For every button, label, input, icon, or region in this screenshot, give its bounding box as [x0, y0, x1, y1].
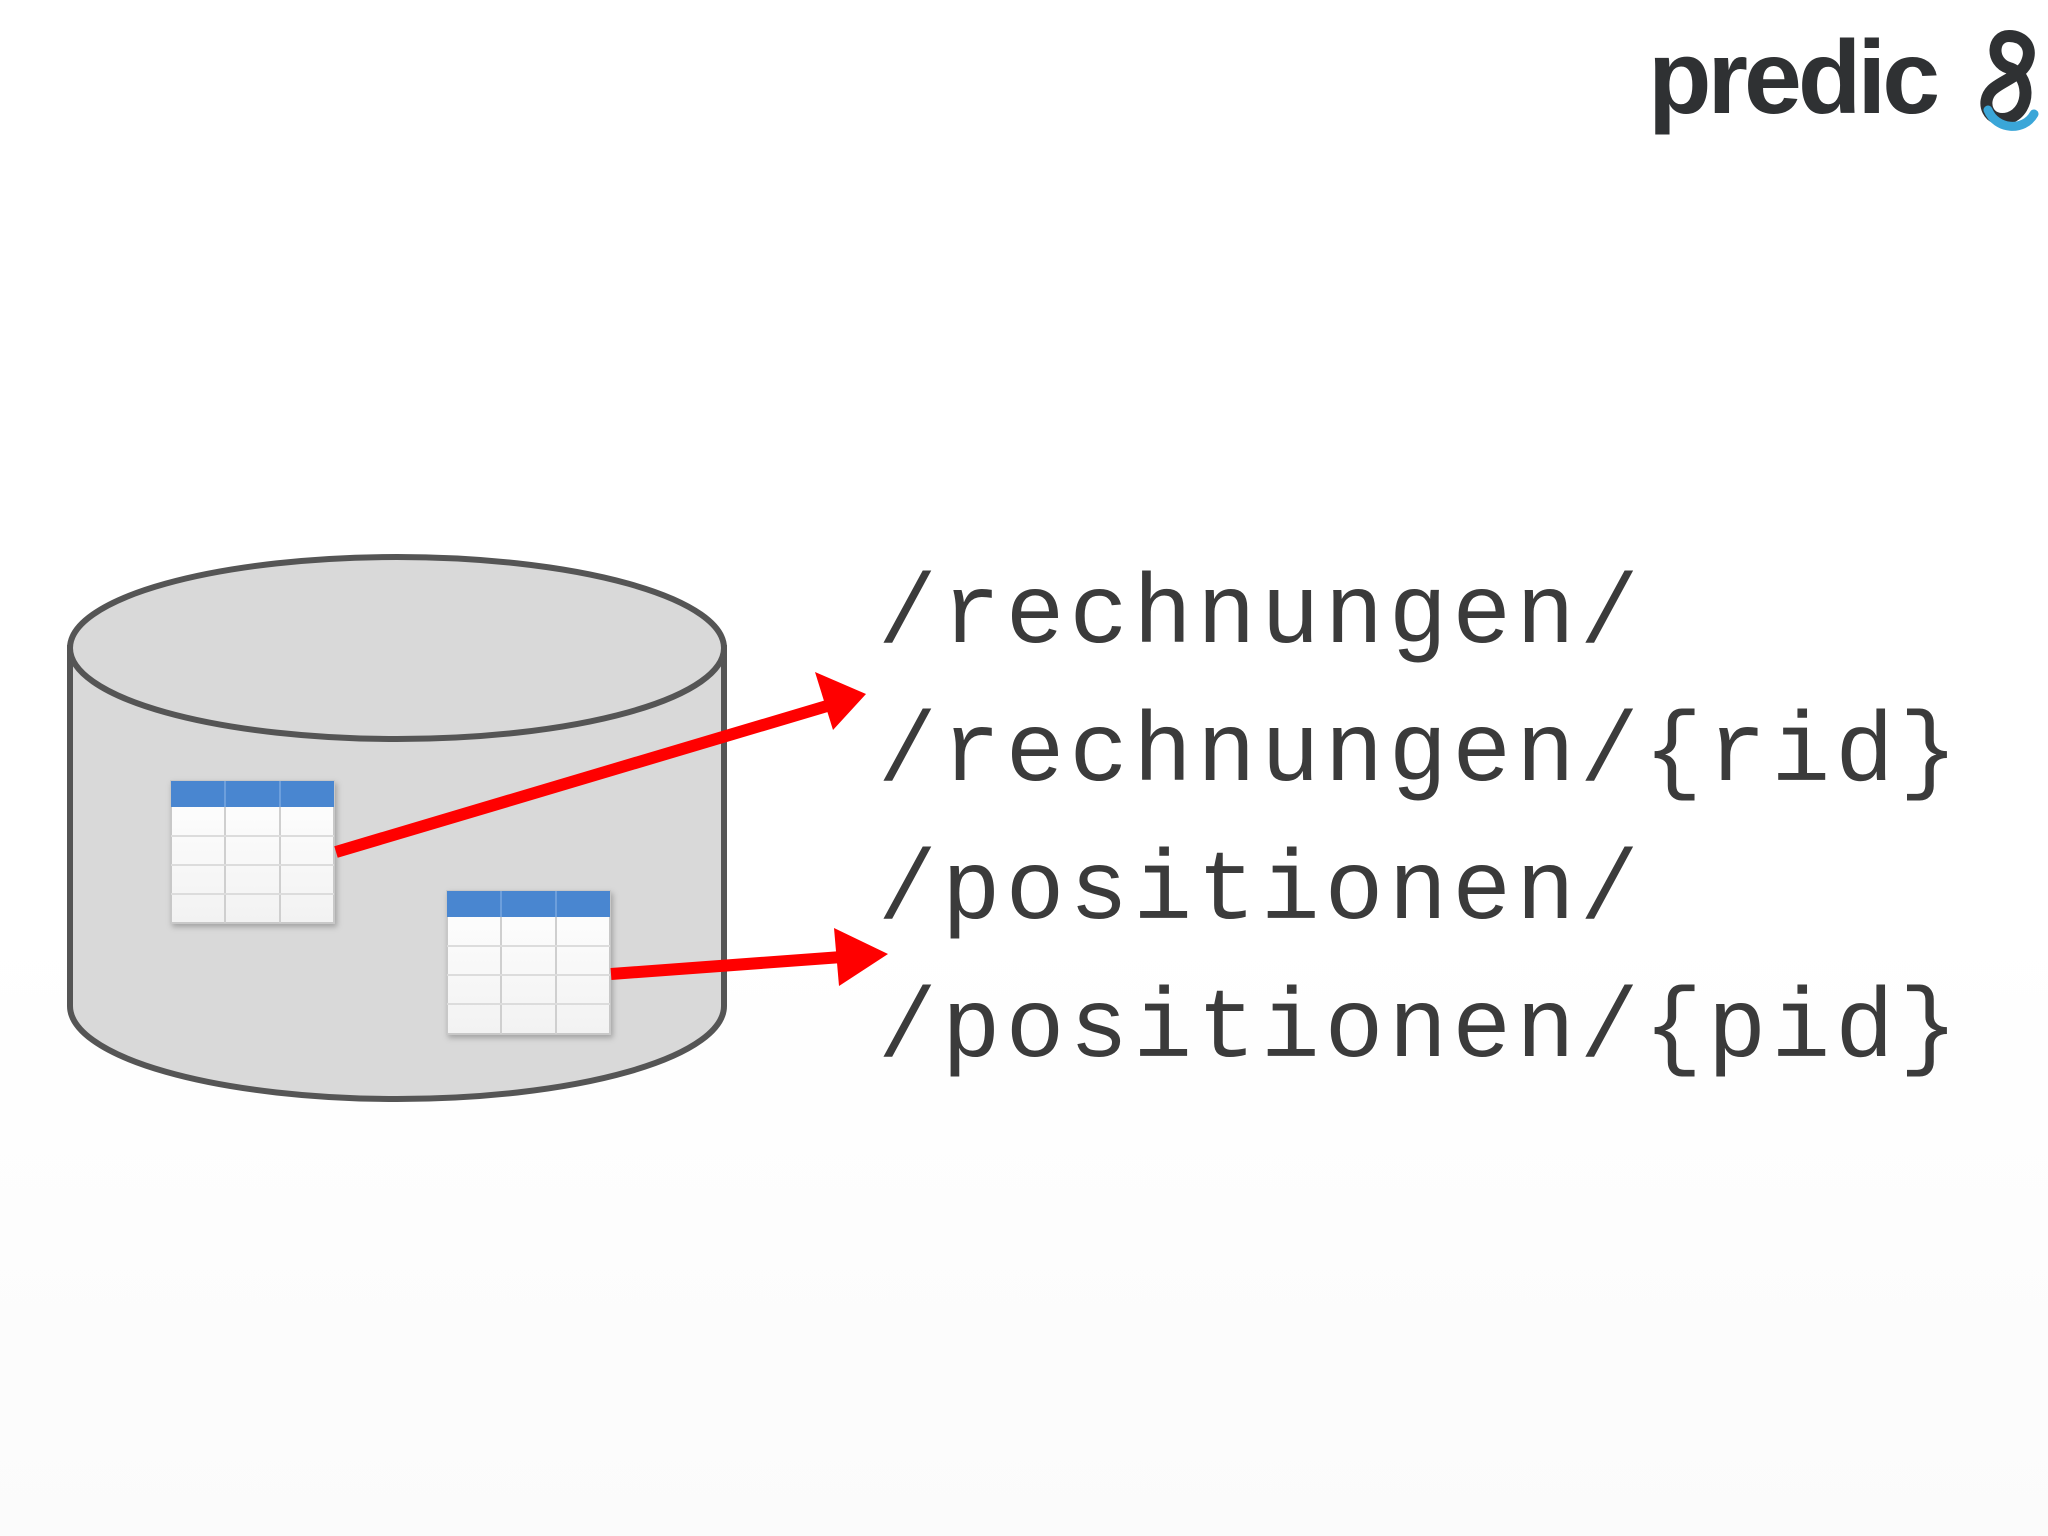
- table-icon-rechnungen: [170, 780, 335, 924]
- route-positionen: /positionen/: [878, 837, 1644, 948]
- table-icon-positionen: [446, 890, 611, 1035]
- predic8-logo: predic: [1648, 18, 2039, 138]
- route-rechnungen: /rechnungen/: [878, 561, 1644, 672]
- route-rechnungen-rid: /rechnungen/{rid}: [878, 699, 1963, 810]
- route-list: /rechnungen/ /rechnungen/{rid} /position…: [878, 548, 2038, 1100]
- route-positionen-pid: /positionen/{pid}: [878, 975, 1963, 1086]
- arrow-rechnungen: [334, 672, 866, 858]
- logo-eight-glyph: [1980, 29, 2039, 131]
- arrow-positionen: [610, 928, 888, 986]
- logo-text: predic: [1648, 20, 1940, 136]
